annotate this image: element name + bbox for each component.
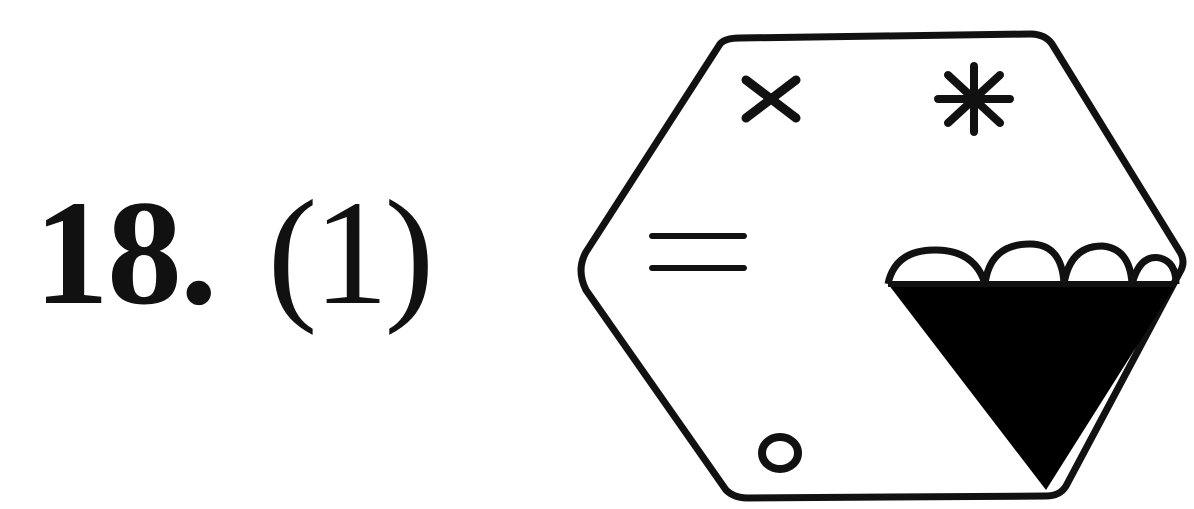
circle-icon xyxy=(758,433,802,473)
shaded-triangle xyxy=(884,240,1180,490)
equals-icon xyxy=(649,233,747,271)
question-label: 18. (1) xyxy=(34,170,435,336)
asterisk-icon xyxy=(934,62,1014,136)
cross-icon xyxy=(741,75,801,123)
hexagon-outline xyxy=(577,30,1187,502)
option-label: (1) xyxy=(267,170,435,336)
question-number: 18. xyxy=(34,170,217,336)
